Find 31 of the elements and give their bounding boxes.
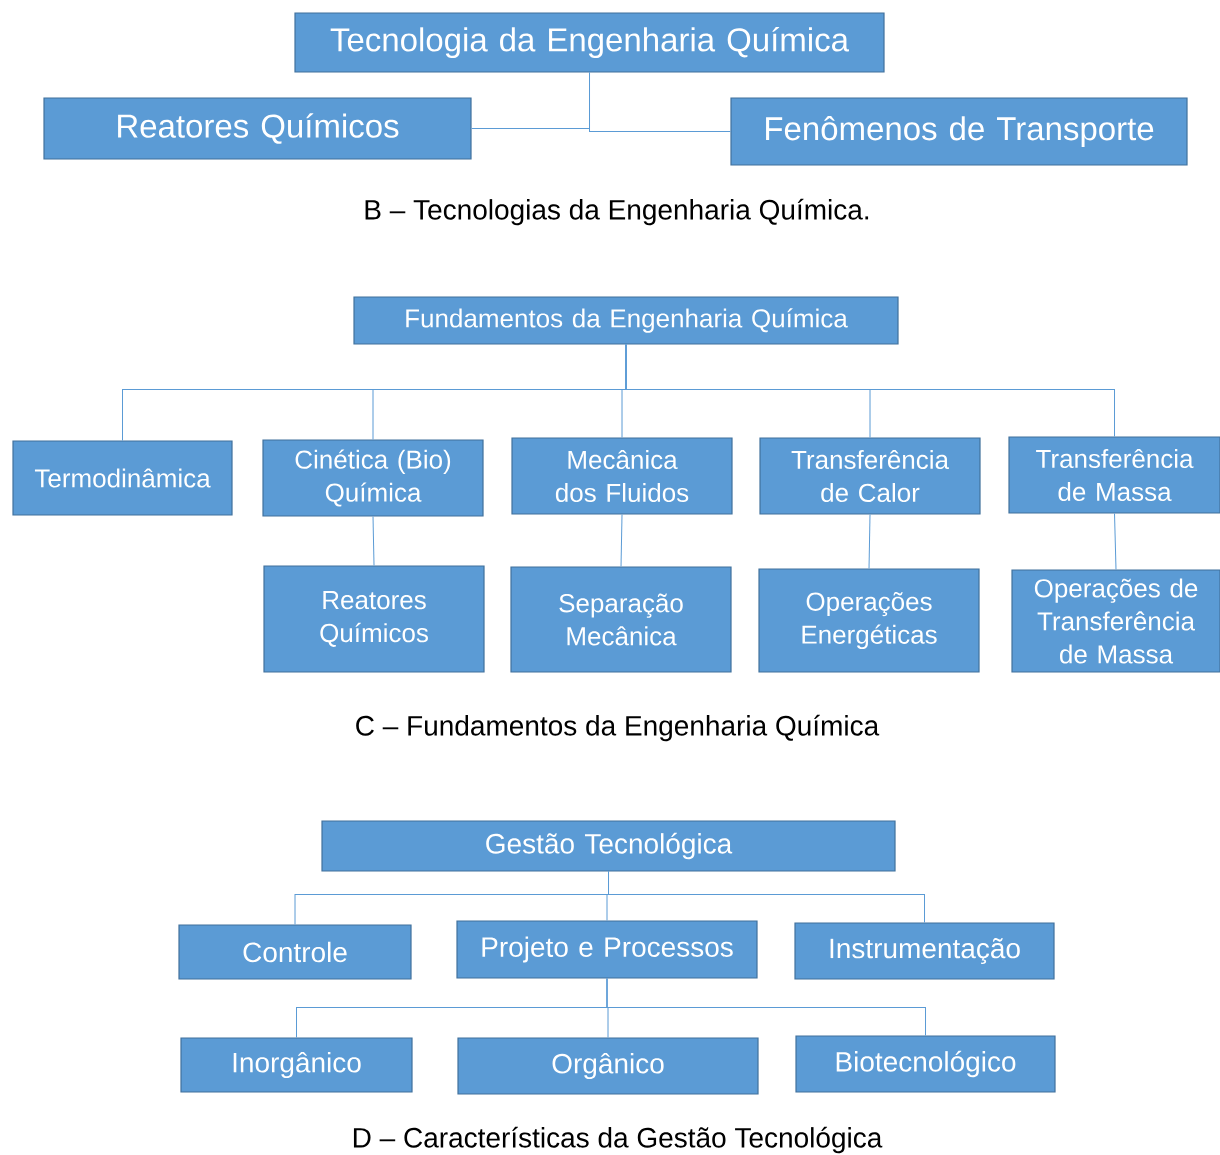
process-box: Fundamentos da Engenharia Química bbox=[353, 296, 899, 345]
caption: C – Fundamentos da Engenharia Química bbox=[356, 714, 880, 742]
process-box: Projeto e Processos bbox=[456, 920, 758, 979]
connector-line bbox=[589, 72, 731, 132]
connector-line bbox=[620, 514, 623, 567]
process-box: Inorgânico bbox=[180, 1037, 413, 1093]
connector-line bbox=[372, 516, 375, 566]
process-box: Transferência de Massa bbox=[1008, 436, 1220, 514]
connector-line bbox=[868, 514, 871, 569]
process-box: Transferência de Calor bbox=[759, 437, 981, 515]
process-box: Biotecnológico bbox=[795, 1035, 1056, 1093]
caption: D – Características da Gestão Tecnológica bbox=[353, 1126, 883, 1154]
process-box: Tecnologia da Engenharia Química bbox=[294, 12, 885, 73]
connector-line bbox=[606, 978, 926, 1036]
connector-line bbox=[608, 871, 925, 923]
process-box: Reatores Químicos bbox=[43, 97, 472, 160]
process-box: Operações Energéticas bbox=[758, 568, 980, 673]
process-box: Mecânica dos Fluidos bbox=[511, 437, 733, 515]
connector-line bbox=[625, 344, 1115, 437]
process-box: Fenômenos de Transporte bbox=[730, 97, 1188, 166]
process-box: Operações de Transferência de Massa bbox=[1011, 569, 1220, 673]
process-box: Reatores Químicos bbox=[263, 565, 485, 673]
process-box: Controle bbox=[178, 924, 412, 980]
process-box: Separação Mecânica bbox=[510, 566, 732, 673]
process-box: Instrumentação bbox=[794, 922, 1055, 980]
process-box: Cinética (Bio) Química bbox=[262, 439, 484, 517]
process-box: Gestão Tecnológica bbox=[321, 820, 896, 872]
connector-line bbox=[1114, 513, 1117, 570]
process-box: Termodinâmica bbox=[12, 440, 233, 516]
process-box: Orgânico bbox=[457, 1037, 759, 1095]
caption: B – Tecnologias da Engenharia Química. bbox=[365, 198, 869, 226]
